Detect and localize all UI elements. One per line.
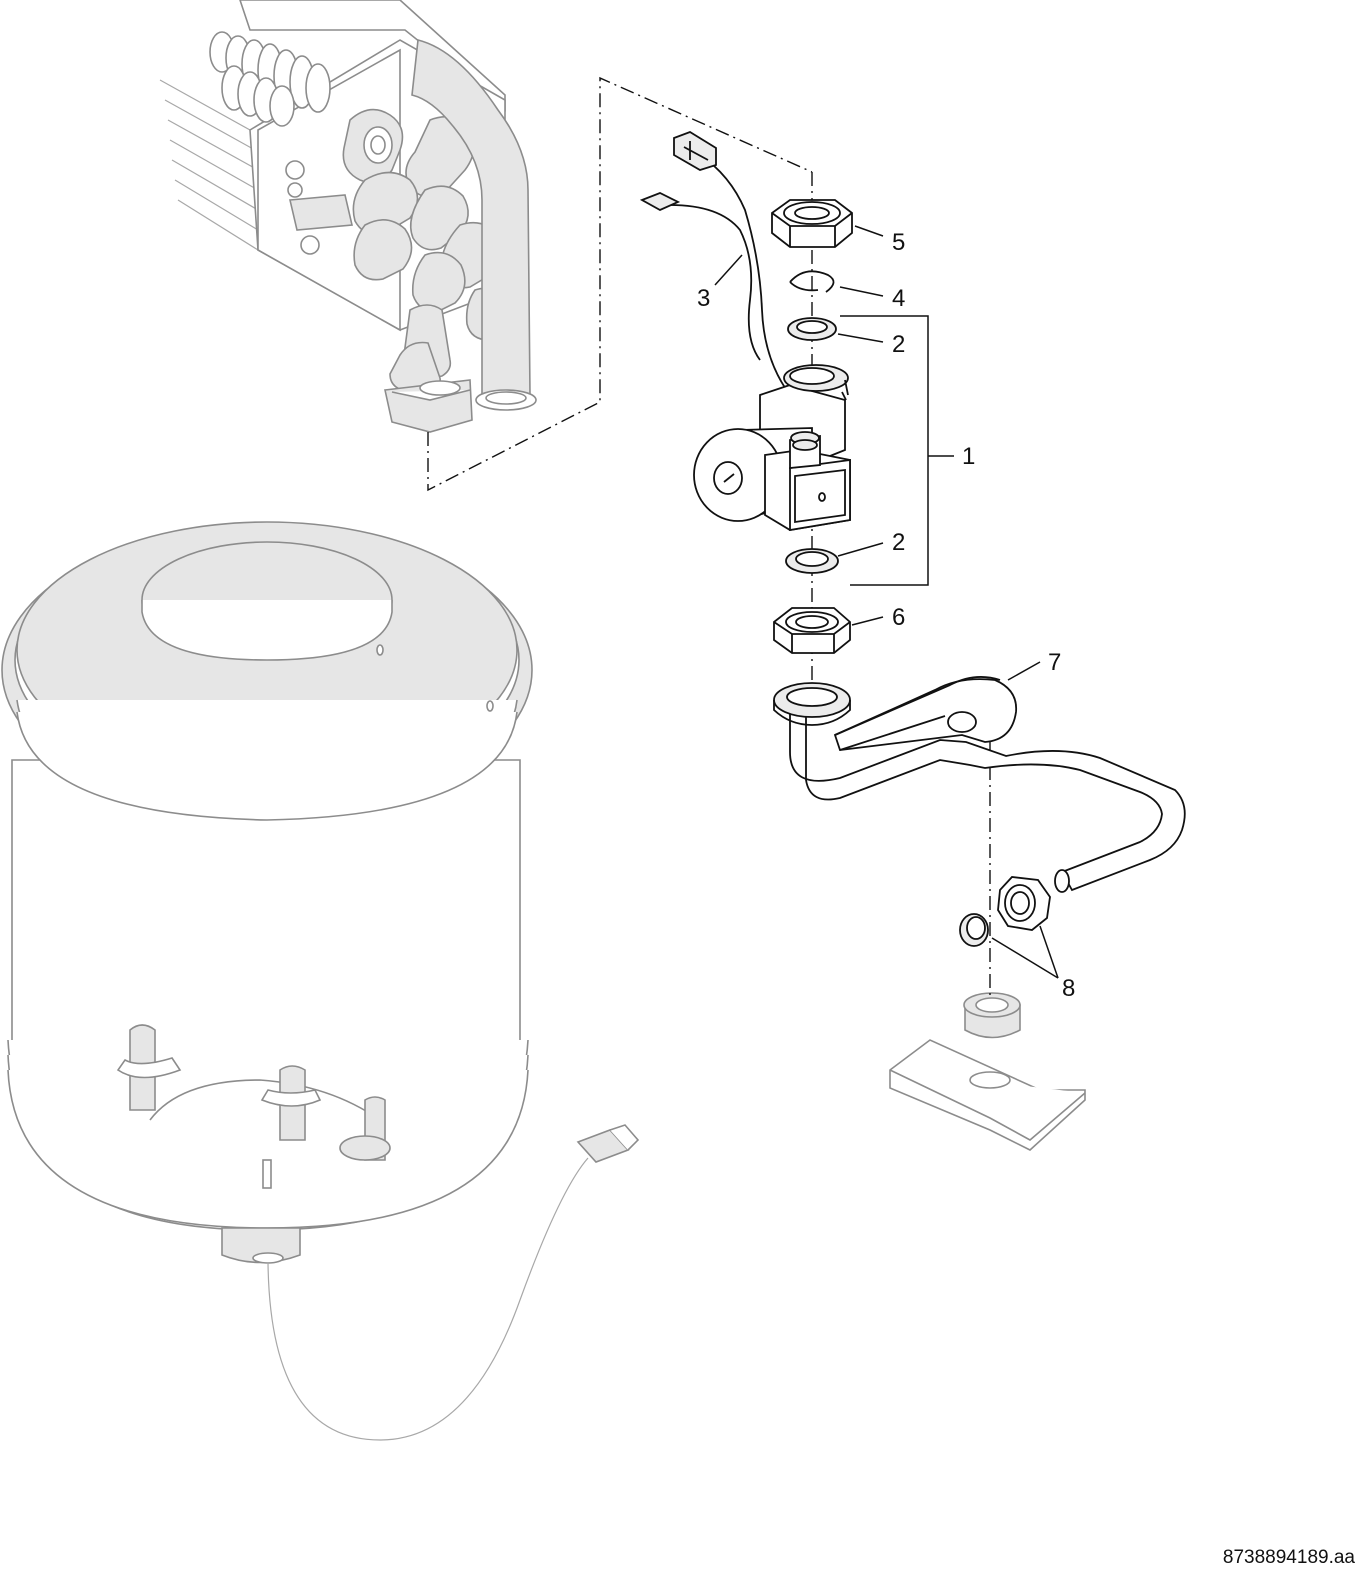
part-7-connecting-pipe: [773, 676, 1186, 893]
mounting-bracket-illustration: [889, 992, 1086, 1151]
callout-1: 1: [962, 443, 975, 470]
callout-8: 8: [1062, 975, 1075, 1002]
callout-labels: 1 2 2 3 4 5 6 7 8: [697, 229, 1075, 1002]
callout-3: 3: [697, 285, 710, 312]
callout-2-upper: 2: [892, 331, 905, 358]
part-5-union-nut: [771, 199, 853, 248]
callout-5: 5: [892, 229, 905, 256]
storage-tank-illustration: [1, 521, 640, 1441]
part-2-seal-upper: [787, 317, 837, 341]
part-8-nut-and-seal: [959, 876, 1051, 947]
part-3-cable-harness: [639, 131, 806, 433]
leader-lines: [714, 225, 1059, 979]
callout-2-lower: 2: [892, 529, 905, 556]
heat-exchanger-illustration: [159, 0, 537, 433]
drawing-code: 8738894189.aa: [1222, 1547, 1355, 1568]
callout-7: 7: [1048, 649, 1061, 676]
part-4-circlip: [789, 270, 835, 293]
part-1-circulating-pump: [693, 364, 851, 532]
callout-6: 6: [892, 604, 905, 631]
fin-coil-illustration: [209, 31, 331, 127]
callout-4: 4: [892, 285, 905, 312]
part-6-union-nut: [773, 607, 851, 654]
part-2-seal-lower: [785, 548, 839, 574]
